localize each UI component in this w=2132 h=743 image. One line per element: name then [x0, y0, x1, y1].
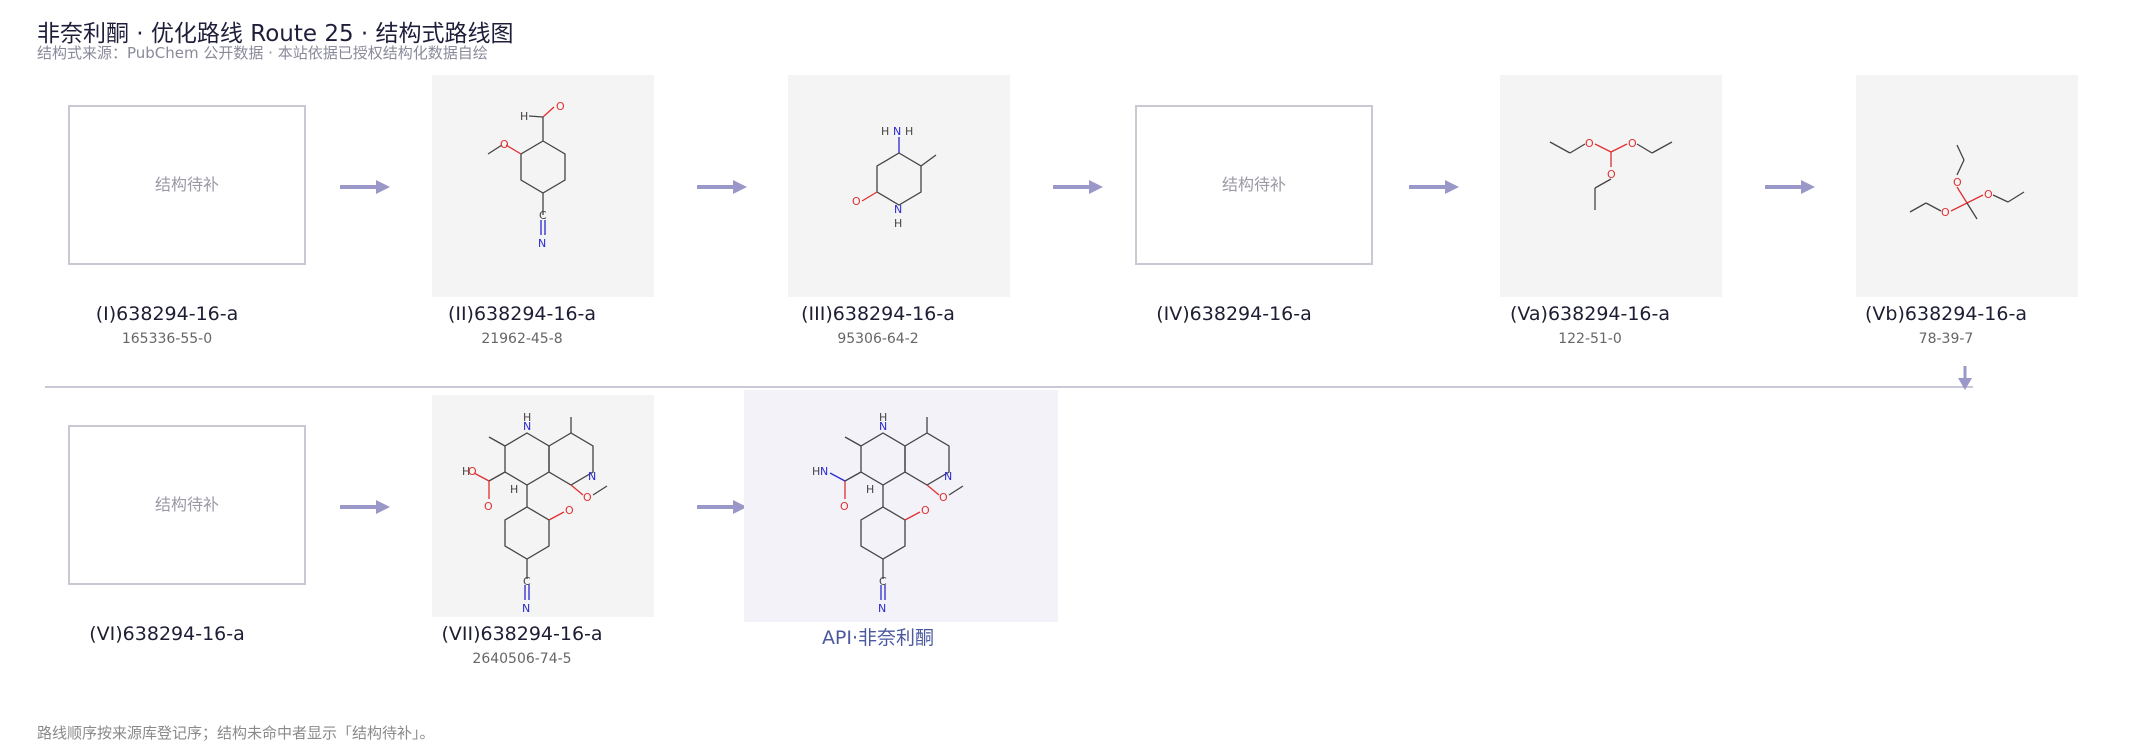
structure-image: N H N O O O H O H C N — [432, 395, 654, 617]
finerenone-acid-icon: N H N O O O H O H C N — [462, 411, 608, 615]
compound-cas: 95306-64-2 — [837, 331, 919, 347]
compound-name: (III)638294-16-a — [801, 303, 955, 325]
svg-text:N: N — [820, 465, 828, 478]
svg-text:C: C — [523, 575, 531, 588]
svg-text:O: O — [1628, 137, 1637, 150]
structure-placeholder: 结构待补 — [68, 105, 306, 265]
compound-name: (Va)638294-16-a — [1509, 303, 1671, 325]
footer-note: 路线顺序按来源库登记序；结构未命中者显示「结构待补」。 — [37, 724, 435, 742]
arrow-right-icon — [697, 500, 747, 514]
placeholder-text: 结构待补 — [154, 175, 219, 194]
structure-image: N H H O N H — [788, 75, 1010, 297]
svg-text:O: O — [939, 491, 948, 504]
svg-text:O: O — [500, 138, 509, 151]
4-amino-5-methylpyridin-2-one-icon: N H H O N H — [852, 125, 937, 230]
structure-image: O O O — [1856, 75, 2078, 297]
svg-text:N: N — [878, 602, 886, 615]
svg-text:O: O — [1953, 176, 1962, 189]
page-title: 非奈利酮 · 优化路线 Route 25 · 结构式路线图 — [37, 21, 514, 47]
compound-name: (VII)638294-16-a — [441, 623, 603, 645]
compound-cas: 122-51-0 — [1558, 331, 1622, 347]
arrow-right-icon — [697, 180, 747, 194]
svg-text:N: N — [893, 125, 901, 138]
svg-text:O: O — [468, 465, 477, 478]
compound-cas: 165336-55-0 — [121, 331, 213, 347]
arrow-right-icon — [1765, 180, 1815, 194]
placeholder-text: 结构待补 — [154, 495, 219, 514]
svg-text:O: O — [840, 500, 849, 513]
svg-text:H: H — [879, 411, 887, 424]
svg-text:O: O — [1607, 168, 1616, 181]
arrow-down-icon — [1958, 366, 1972, 390]
compound-cas: 2640506-74-5 — [472, 651, 572, 667]
svg-text:O: O — [1585, 137, 1594, 150]
triethyl-orthoacetate-icon: O O O — [1909, 144, 2025, 220]
svg-text:H: H — [462, 465, 470, 478]
finerenone-icon: N H N O O O H N H C N — [812, 411, 964, 615]
compound-name: (Vb)638294-16-a — [1865, 303, 2027, 325]
triethyl-orthoformate-icon: O O O — [1549, 137, 1673, 210]
svg-text:H: H — [866, 483, 874, 496]
svg-text:O: O — [1941, 206, 1950, 219]
svg-text:O: O — [556, 100, 565, 113]
placeholder-text: 结构待补 — [1221, 175, 1286, 194]
arrow-right-icon — [1053, 180, 1103, 194]
svg-text:H: H — [523, 411, 531, 424]
svg-text:O: O — [565, 504, 574, 517]
structure-image: N H N O O O H N H C N — [788, 395, 1010, 617]
svg-text:H: H — [520, 110, 528, 123]
svg-text:H: H — [905, 125, 913, 138]
svg-text:N: N — [879, 420, 887, 433]
compound-name: API·非奈利酮 — [821, 627, 935, 649]
svg-text:N: N — [894, 203, 902, 216]
compound-name: (II)638294-16-a — [447, 303, 597, 325]
structure-placeholder: 结构待补 — [1135, 105, 1373, 265]
svg-text:O: O — [852, 195, 861, 208]
4-formyl-3-methoxybenzonitrile-icon: O H O C N — [487, 100, 566, 250]
svg-text:H: H — [812, 465, 820, 478]
svg-text:H: H — [881, 125, 889, 138]
compound-name: (I)638294-16-a — [95, 303, 239, 325]
svg-text:N: N — [523, 420, 531, 433]
api-highlight — [744, 390, 1058, 622]
svg-text:H: H — [510, 483, 518, 496]
compound-name: (VI)638294-16-a — [89, 623, 245, 645]
structure-image: O O O — [1500, 75, 1722, 297]
compound-cas: 21962-45-8 — [481, 331, 563, 347]
svg-text:O: O — [921, 504, 930, 517]
arrow-right-icon — [1409, 180, 1459, 194]
compound-cas: 78-39-7 — [1918, 331, 1974, 347]
svg-text:O: O — [583, 491, 592, 504]
svg-text:N: N — [944, 470, 952, 483]
arrow-right-icon — [340, 180, 390, 194]
arrow-right-icon — [340, 500, 390, 514]
svg-text:N: N — [588, 470, 596, 483]
structure-image: O H O C N — [432, 75, 654, 297]
svg-text:N: N — [522, 602, 530, 615]
page-subtitle: 结构式来源：PubChem 公开数据 · 本站依据已授权结构化数据自绘 — [37, 44, 488, 62]
svg-text:N: N — [538, 237, 546, 250]
structure-placeholder: 结构待补 — [68, 425, 306, 585]
svg-text:O: O — [484, 500, 493, 513]
svg-text:H: H — [894, 217, 902, 230]
svg-text:C: C — [539, 209, 547, 222]
compound-name: (IV)638294-16-a — [1156, 303, 1312, 325]
svg-text:O: O — [1984, 188, 1993, 201]
row-divider — [45, 386, 1973, 388]
svg-text:C: C — [879, 575, 887, 588]
